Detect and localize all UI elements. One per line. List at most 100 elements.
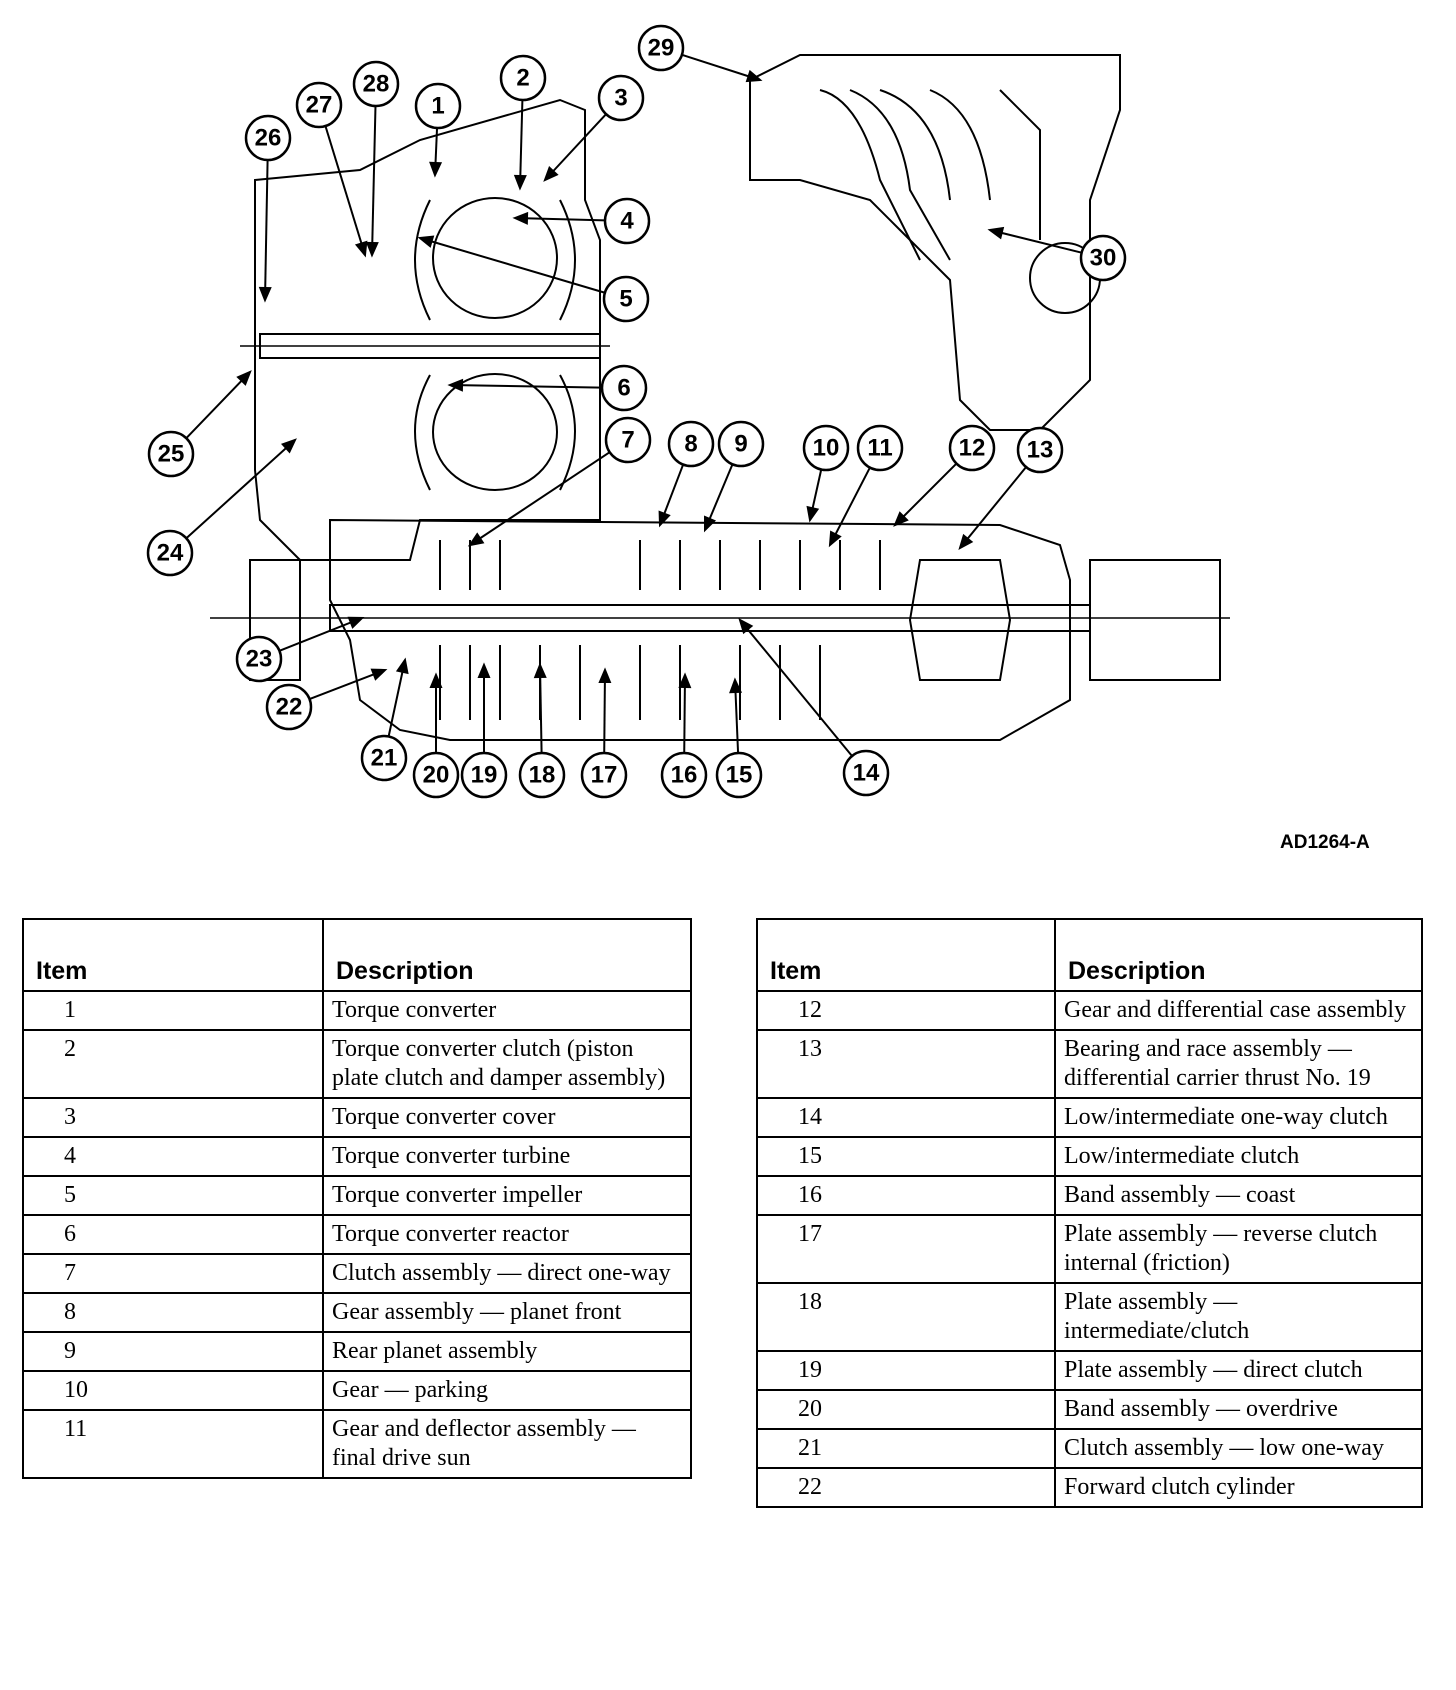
leader-line xyxy=(185,371,251,439)
callout-4: 4 xyxy=(603,197,651,245)
legend-item-number: 12 xyxy=(756,990,1056,1031)
callout-circle xyxy=(856,424,904,472)
leader-line xyxy=(279,617,363,652)
callout-circle xyxy=(460,751,508,799)
leader-line xyxy=(324,125,366,256)
callout-circle xyxy=(265,683,313,731)
legend-item-description: Torque converter clutch (piston plate cl… xyxy=(322,1029,692,1099)
callout-circle xyxy=(580,751,628,799)
leader-arrowhead xyxy=(958,533,974,551)
leader-arrowhead xyxy=(598,667,612,684)
leader-line xyxy=(419,237,606,294)
leader-line xyxy=(739,619,853,757)
callout-number: 26 xyxy=(255,125,282,152)
callout-number: 7 xyxy=(621,427,634,454)
legend-item-number: 9 xyxy=(22,1331,324,1372)
leader-arrowhead xyxy=(806,505,820,523)
callout-number: 9 xyxy=(734,431,747,458)
leader-arrowhead xyxy=(236,370,252,386)
leader-arrowhead xyxy=(703,515,717,533)
callout-number: 25 xyxy=(158,441,185,468)
leader-arrowhead xyxy=(678,672,692,689)
callout-circle xyxy=(1079,234,1127,282)
description-column-header: Description xyxy=(322,918,692,992)
legend-item-number: 4 xyxy=(22,1136,324,1177)
callout-circle xyxy=(603,197,651,245)
callout-circle xyxy=(147,430,195,478)
callout-number: 11 xyxy=(867,435,892,462)
callout-circle xyxy=(948,424,996,472)
legend-item-description: Low/intermediate clutch xyxy=(1054,1136,1423,1177)
callout-number: 2 xyxy=(516,65,529,92)
callout-circle xyxy=(667,420,715,468)
converter-shell xyxy=(414,199,576,491)
leader-line xyxy=(371,105,377,256)
callout-number: 16 xyxy=(671,762,698,789)
legend-item-number: 11 xyxy=(22,1409,324,1479)
callout-number: 17 xyxy=(591,762,618,789)
legend-item-number: 8 xyxy=(22,1292,324,1333)
legend-item-number: 22 xyxy=(756,1467,1056,1508)
legend-item-description: Torque converter xyxy=(322,990,692,1031)
leader-line xyxy=(959,466,1027,549)
legend-item-description: Plate assembly — intermediate/clutch xyxy=(1054,1282,1423,1352)
callout-number: 27 xyxy=(306,92,333,119)
legend-item-description: Plate assembly — reverse clutch internal… xyxy=(1054,1214,1423,1284)
callout-number: 12 xyxy=(959,435,986,462)
callout-20: 20 xyxy=(412,751,460,799)
callout-28: 28 xyxy=(352,60,400,108)
leader-line xyxy=(469,451,611,546)
callout-1: 1 xyxy=(414,82,462,130)
converter-shaft xyxy=(259,333,601,359)
torque-converter-lower xyxy=(432,373,558,491)
leader-arrowhead xyxy=(447,378,464,392)
legend-item-description: Torque converter turbine xyxy=(322,1136,692,1177)
callout-number: 24 xyxy=(157,540,184,567)
callout-number: 8 xyxy=(684,431,697,458)
callout-6: 6 xyxy=(600,364,648,412)
leader-line xyxy=(387,659,406,737)
callout-5: 5 xyxy=(602,275,650,323)
callout-number: 18 xyxy=(529,762,556,789)
callout-number: 14 xyxy=(853,760,880,787)
legend-item-description: Forward clutch cylinder xyxy=(1054,1467,1423,1508)
legend-item-number: 6 xyxy=(22,1214,324,1255)
callout-number: 21 xyxy=(371,745,398,772)
callout-circle xyxy=(235,635,283,683)
legend-item-description: Plate assembly — direct clutch xyxy=(1054,1350,1423,1391)
legend-item-description: Gear and deflector assembly — final driv… xyxy=(322,1409,692,1479)
leader-arrowhead xyxy=(893,511,909,527)
callout-10: 10 xyxy=(802,424,850,472)
legend-item-number: 17 xyxy=(756,1214,1056,1284)
leader-line xyxy=(544,113,607,181)
leader-line xyxy=(829,467,871,546)
legend-item-number: 21 xyxy=(756,1428,1056,1469)
leader-line xyxy=(539,664,543,754)
legend-item-description: Gear assembly — planet front xyxy=(322,1292,692,1333)
transmission-drawing xyxy=(210,54,1230,741)
callout-number: 10 xyxy=(813,435,840,462)
callout-number: 23 xyxy=(246,646,273,673)
drive-flange xyxy=(1089,559,1221,681)
callout-3: 3 xyxy=(597,74,645,122)
legend-item-number: 1 xyxy=(22,990,324,1031)
callout-number: 3 xyxy=(614,85,627,112)
legend-item-number: 18 xyxy=(756,1282,1056,1352)
callout-circle xyxy=(802,424,850,472)
leader-line xyxy=(309,669,386,701)
legend-item-number: 16 xyxy=(756,1175,1056,1216)
callout-circle xyxy=(637,24,685,72)
leader-arrowhead xyxy=(258,286,272,303)
legend-item-description: Torque converter reactor xyxy=(322,1214,692,1255)
callout-number: 5 xyxy=(619,286,632,313)
